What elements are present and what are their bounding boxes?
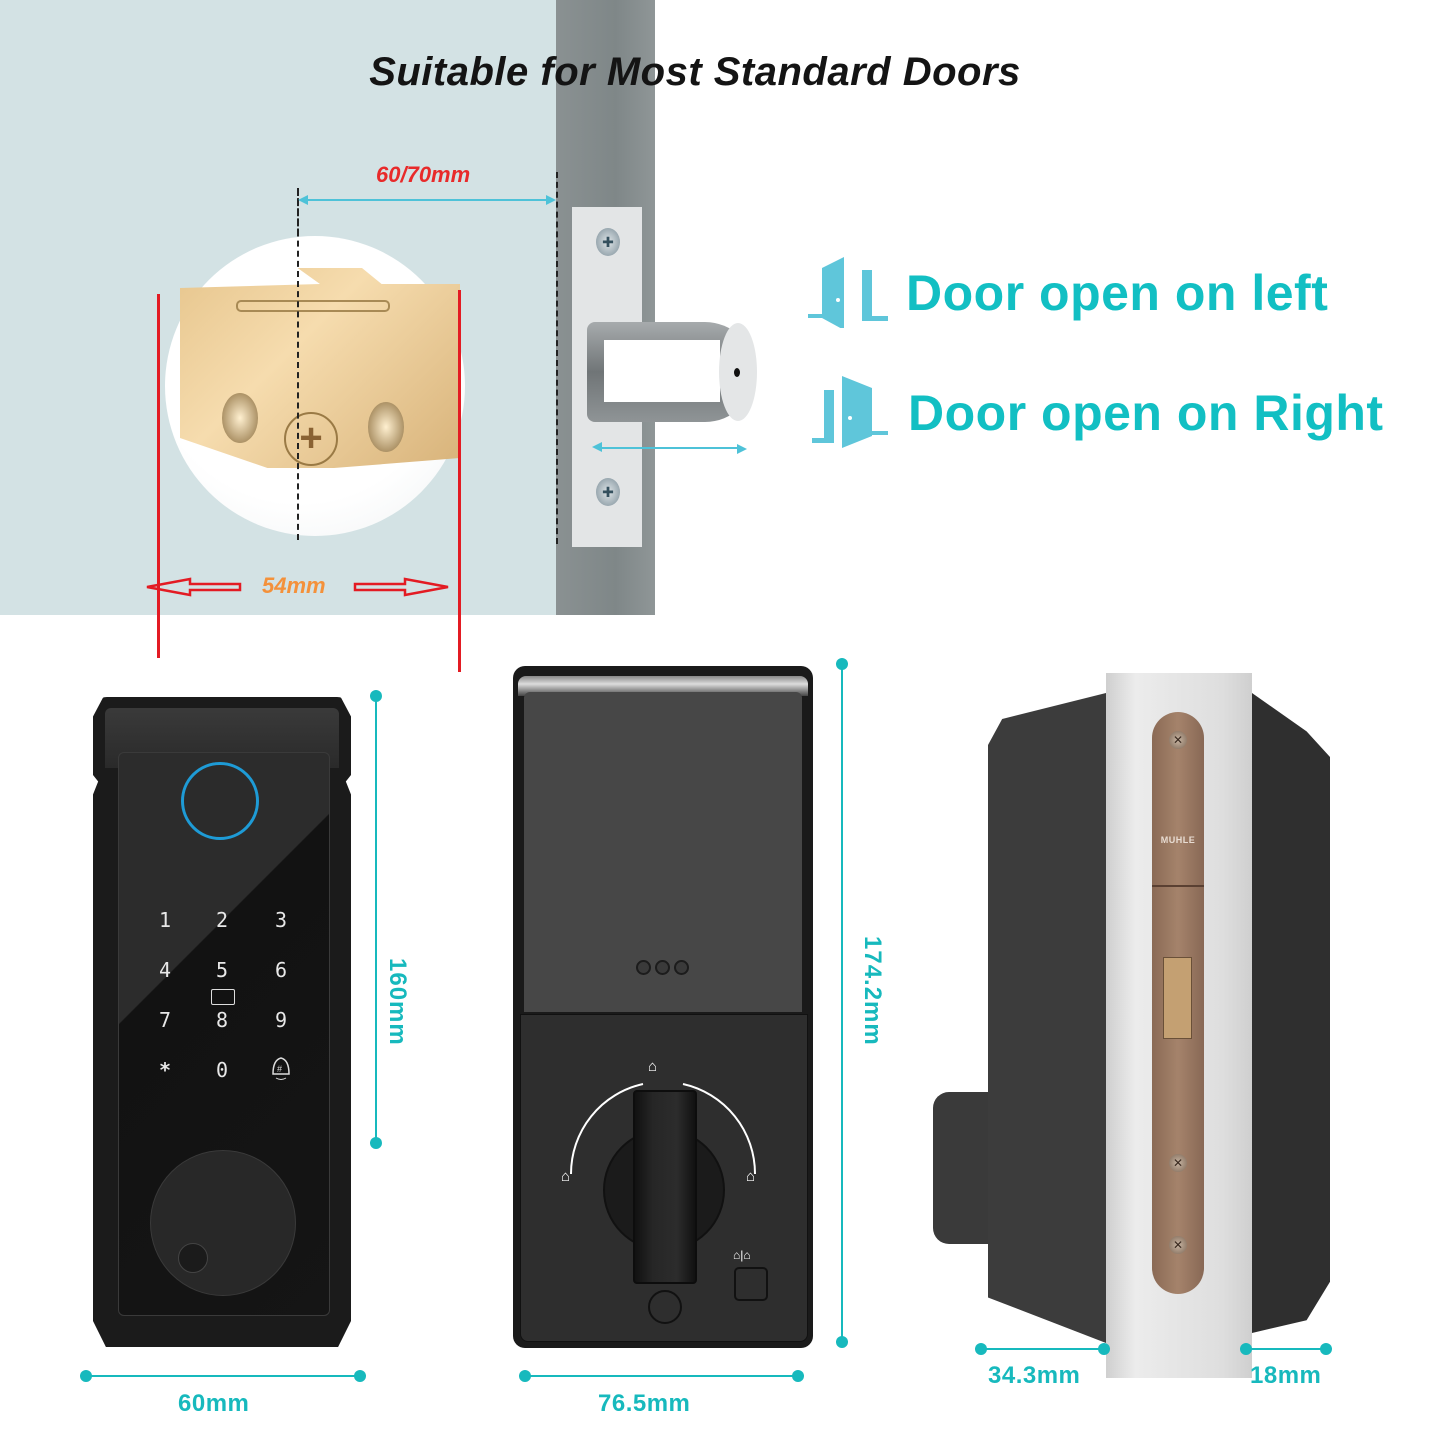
exterior-depth-line [981, 1348, 1103, 1350]
dim-dot [354, 1370, 366, 1382]
thickness-line-right [458, 290, 461, 672]
latch-slot [236, 300, 390, 312]
back-height-label: 174.2mm [859, 936, 886, 1046]
dim-dot [1320, 1343, 1332, 1355]
front-height-line [375, 696, 377, 1142]
door-orientation-right [812, 374, 892, 455]
lock-left-icon: ⌂ [561, 1168, 571, 1185]
back-height-line [841, 664, 843, 1342]
exterior-depth-label: 34.3mm [988, 1362, 1081, 1389]
page-title: Suitable for Most Standard Doors [369, 50, 1021, 94]
latch-bolt [1163, 957, 1192, 1039]
reset-button-icon[interactable] [734, 1267, 768, 1301]
dim-dot [1098, 1343, 1110, 1355]
front-knob[interactable] [150, 1150, 296, 1296]
bolt-window [604, 340, 720, 402]
backset-arrow-icon [298, 195, 556, 205]
door-edge-line [556, 172, 558, 544]
key-3[interactable]: 3 [274, 908, 288, 932]
faceplate-seam [1152, 885, 1204, 887]
key-0[interactable]: 0 [215, 1058, 229, 1082]
key-8[interactable]: 8 [215, 1008, 229, 1032]
interior-depth-line [1246, 1348, 1326, 1350]
bolt-throw-arrow-icon [592, 442, 747, 454]
dim-dot [836, 1336, 848, 1348]
front-width-label: 60mm [178, 1390, 250, 1417]
front-height-label: 160mm [384, 958, 411, 1046]
strike-screw-top-icon: ✚ [596, 228, 620, 256]
door-open-left-icon [808, 257, 888, 330]
door-open-right-label: Door open on Right [908, 385, 1384, 441]
faceplate-screw-top-icon: ✕ [1169, 731, 1187, 749]
thickness-label: 54mm [262, 573, 326, 598]
back-lock-trim [518, 676, 808, 696]
latch-screw-icon: + [284, 412, 338, 466]
interior-depth-label: 18mm [1250, 1362, 1322, 1389]
key-9[interactable]: 9 [274, 1008, 288, 1032]
side-interior-body [1252, 693, 1330, 1333]
side-exterior-body [988, 693, 1106, 1343]
key-1[interactable]: 1 [158, 908, 172, 932]
faceplate-screw-bottom-icon: ✕ [1169, 1236, 1187, 1254]
backset-label: 60/70mm [376, 162, 471, 187]
latch-hole-right [368, 402, 404, 452]
card-reader-icon [211, 989, 235, 1005]
dim-dot [792, 1370, 804, 1382]
thickness-arrow-left-icon [146, 577, 242, 597]
latch-hole-left [222, 393, 258, 443]
doorbell-icon[interactable]: # [268, 1054, 294, 1084]
thickness-arrow-right-icon [353, 577, 449, 597]
indicator-dots-icon [636, 960, 689, 975]
battery-cover-icon[interactable] [524, 692, 802, 1012]
latch-centerline-overlay [297, 190, 299, 540]
back-width-label: 76.5mm [598, 1390, 691, 1417]
door-open-right-icon [812, 376, 888, 448]
bolt-pin [734, 368, 740, 377]
key-2[interactable]: 2 [215, 908, 229, 932]
brand-stamp: MUHLE [1160, 835, 1196, 845]
key-cylinder-icon [178, 1243, 208, 1273]
back-width-line [525, 1375, 799, 1377]
thickness-line-left [157, 294, 160, 658]
back-cylinder-hole [648, 1290, 682, 1324]
key-4[interactable]: 4 [158, 958, 172, 982]
dim-dot [370, 1137, 382, 1149]
door-open-left-label: Door open on left [906, 265, 1329, 321]
key-6[interactable]: 6 [274, 958, 288, 982]
door-orientation-left [808, 254, 890, 333]
key-5[interactable]: 5 [215, 958, 229, 982]
rotation-arc-icon [569, 1083, 757, 1175]
key-star[interactable]: * [158, 1058, 172, 1082]
key-7[interactable]: 7 [158, 1008, 172, 1032]
front-width-line [86, 1375, 360, 1377]
doorbell-hash: # [277, 1064, 282, 1074]
faceplate-screw-mid-icon: ✕ [1169, 1154, 1187, 1172]
unlock-icon: ⌂ [648, 1058, 658, 1075]
fingerprint-sensor-icon[interactable] [181, 762, 259, 840]
lock-right-icon: ⌂ [746, 1168, 756, 1185]
strike-screw-bottom-icon: ✚ [596, 478, 620, 506]
lock-unlock-toggle-icon: ⌂|⌂ [733, 1248, 751, 1262]
thumb-turn-icon[interactable] [633, 1090, 697, 1284]
